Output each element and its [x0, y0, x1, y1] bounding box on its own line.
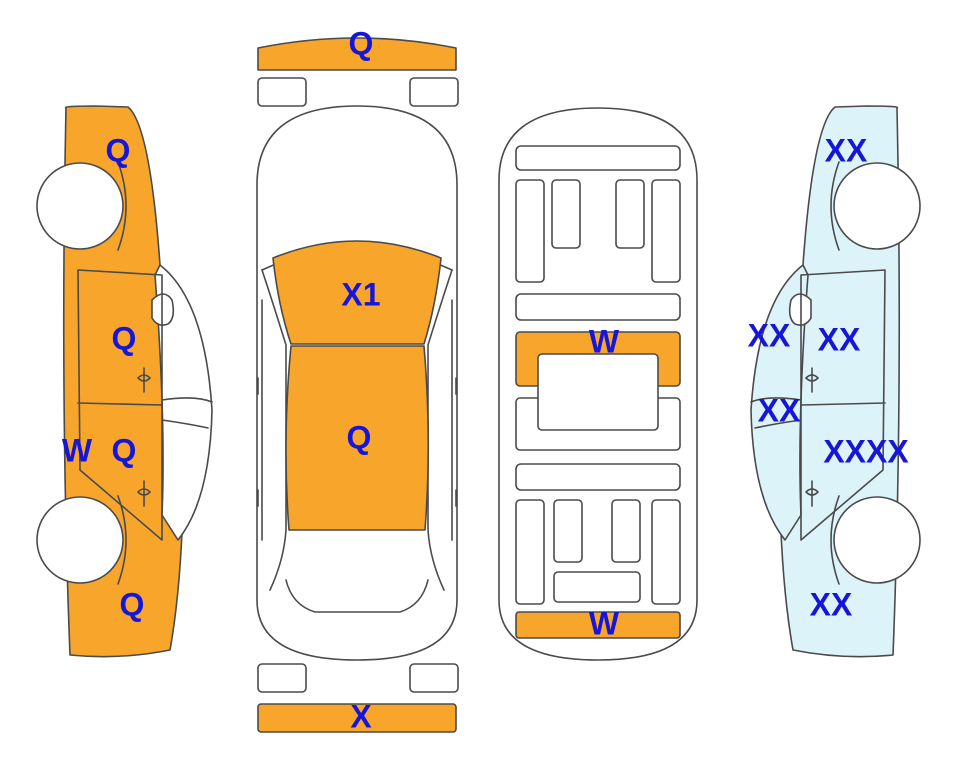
- left-side-view: Q Q Q W Q: [36, 105, 213, 658]
- roof-panel[interactable]: [285, 345, 430, 531]
- right-front-door-handle: [805, 367, 819, 393]
- label-roof: Q: [347, 419, 372, 455]
- label-right-pillar-a: XX: [748, 317, 791, 353]
- under-rear-left-inner: [553, 499, 583, 563]
- label-left-front-door: Q: [112, 320, 137, 356]
- left-wheel-arcs: [117, 161, 127, 585]
- label-right-rear-quarter: XX: [810, 586, 853, 622]
- left-door-lines: [77, 269, 213, 541]
- label-right-front-door: XX: [818, 321, 861, 357]
- under-center-tunnel: [537, 353, 659, 431]
- car-top-side-lines: [261, 269, 453, 591]
- label-left-rear-door: Q: [112, 432, 137, 468]
- label-rear-bumper: X: [350, 698, 372, 734]
- label-floor-rear-panel: W: [589, 605, 620, 641]
- rear-left-corner: [257, 663, 307, 693]
- right-rear-wheel: [833, 496, 921, 584]
- windshield-panel[interactable]: [272, 240, 442, 345]
- right-door-lines: [750, 269, 886, 541]
- under-front-crossmember: [515, 293, 681, 321]
- label-right-front-fender: XX: [825, 132, 868, 168]
- front-left-corner: [257, 77, 307, 107]
- top-view: Q X1 Q X: [256, 25, 459, 734]
- under-rear-left-member: [515, 499, 545, 605]
- label-left-front-fender: Q: [106, 132, 131, 168]
- right-wheel-arcs: [830, 161, 840, 585]
- left-front-wheel: [36, 162, 124, 250]
- mirror-marks: [257, 377, 457, 507]
- underbody-view: W W: [498, 107, 698, 661]
- label-floor-crossmember: W: [589, 323, 620, 359]
- rear-right-corner: [409, 663, 459, 693]
- left-rear-wheel: [36, 496, 124, 584]
- left-rear-door-handle: [137, 480, 151, 507]
- label-front-bumper: Q: [349, 25, 374, 61]
- under-rear-right-member: [651, 499, 681, 605]
- label-left-rocker: W: [62, 432, 93, 468]
- label-right-pillar-b: XX: [758, 392, 801, 428]
- under-rear-right-inner: [611, 499, 641, 563]
- front-right-corner: [409, 77, 459, 107]
- under-rear-crossmember: [515, 463, 681, 491]
- right-rear-door-handle: [805, 480, 819, 507]
- left-front-door-handle: [137, 367, 151, 393]
- under-front-right-member: [651, 179, 681, 283]
- under-front-rail: [515, 145, 681, 171]
- under-front-left-member: [515, 179, 545, 283]
- under-rear-panel[interactable]: [515, 611, 681, 639]
- right-side-view: XX XX XX XX XXXX XX: [748, 105, 921, 658]
- label-left-rear-quarter: Q: [120, 586, 145, 622]
- label-windshield: X1: [341, 276, 380, 312]
- under-front-left-inner: [551, 179, 581, 249]
- label-right-rear-door: XXXX: [823, 433, 909, 469]
- under-rear-center: [553, 571, 641, 603]
- right-front-wheel: [833, 162, 921, 250]
- front-bumper[interactable]: [257, 37, 457, 71]
- under-front-right-inner: [615, 179, 645, 249]
- car-top-trunk-line: [285, 579, 429, 613]
- rear-bumper[interactable]: [257, 703, 457, 733]
